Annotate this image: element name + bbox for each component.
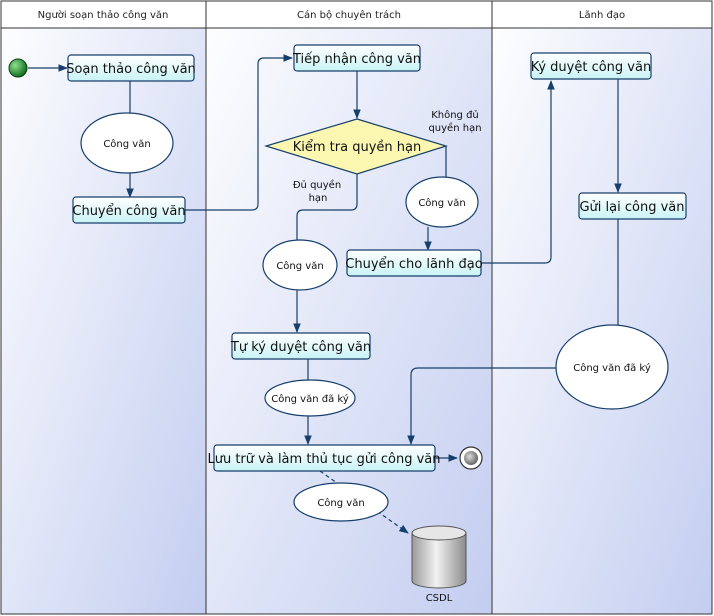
object-label: Công văn đã ký	[573, 362, 651, 374]
activity-label: Tự ký duyệt công văn	[230, 340, 371, 355]
activity-ky-duyet[interactable]: Ký duyệt công văn	[530, 52, 652, 80]
decision-kiem-tra-quyen-han[interactable]: Kiểm tra quyền hạn	[263, 118, 449, 175]
guard-khong-du-1: Không đủ	[431, 109, 479, 121]
lane-nguoi-soan-thao: Người soạn thảo công văn	[0, 0, 207, 615]
activity-label: Chuyển công văn	[72, 204, 185, 219]
activity-label: Gửi lại công văn	[579, 200, 684, 215]
activity-label: Soạn thảo công văn	[66, 62, 196, 77]
object-label: Công văn	[276, 260, 323, 272]
object-label: Công văn	[418, 197, 465, 209]
end-node	[459, 446, 483, 470]
activity-label: Ký duyệt công văn	[531, 60, 651, 75]
object-cong-van-4[interactable]: Công văn	[293, 482, 389, 522]
flow-chuyen-ky-duyet	[481, 80, 555, 264]
activity-label: Chuyển cho lãnh đạo	[345, 257, 482, 272]
datastore-csdl[interactable]: CSDL	[411, 525, 467, 604]
object-label: Công văn	[103, 138, 150, 150]
activity-tu-ky[interactable]: Tự ký duyệt công văn	[230, 332, 371, 360]
flow-chuyen-tiep-nhan	[185, 54, 293, 211]
guard-du-1: Đủ quyền	[293, 179, 341, 191]
object-cong-van-1[interactable]: Công văn	[80, 112, 174, 174]
activity-label: Lưu trữ và làm thủ tục gửi công văn	[207, 452, 440, 467]
activity-label: Tiếp nhận công văn	[292, 52, 421, 67]
lane-lanh-dao: Lãnh đạo	[491, 0, 713, 615]
object-cong-van-3[interactable]: Công văn	[262, 239, 338, 291]
object-cong-van-da-ky-1[interactable]: Công văn đã ký	[264, 379, 356, 417]
activity-gui-lai[interactable]: Gửi lại công văn	[578, 192, 687, 220]
datastore-label: CSDL	[426, 593, 453, 604]
lane-title-nguoi-soan-thao: Người soạn thảo công văn	[38, 9, 169, 21]
guard-khong-du-2: quyền hạn	[428, 122, 481, 134]
start-node	[8, 58, 28, 78]
guard-du-2: hạn	[309, 193, 328, 204]
object-cong-van-da-ky-2[interactable]: Công văn đã ký	[555, 324, 669, 410]
lane-title-can-bo: Cán bộ chuyên trách	[297, 9, 401, 21]
object-label: Công văn đã ký	[271, 393, 349, 405]
lane-can-bo-chuyen-trach: Cán bộ chuyên trách	[205, 0, 493, 615]
connectors	[28, 54, 622, 534]
flow-du-quyen	[296, 174, 358, 240]
activity-chuyen-cong-van[interactable]: Chuyển công văn	[72, 196, 186, 224]
flow-cong-van-da-ky-luu-tru	[407, 367, 556, 445]
activity-tiep-nhan[interactable]: Tiếp nhận công văn	[292, 44, 421, 72]
flow-luu-tru-csdl	[319, 470, 409, 534]
activity-soan-thao[interactable]: Soạn thảo công văn	[66, 54, 196, 82]
activity-luu-tru[interactable]: Lưu trữ và làm thủ tục gửi công văn	[207, 444, 441, 472]
decision-label: Kiểm tra quyền hạn	[293, 140, 421, 155]
activity-chuyen-lanh-dao[interactable]: Chuyển cho lãnh đạo	[345, 249, 483, 277]
lane-title-lanh-dao: Lãnh đạo	[579, 10, 625, 21]
object-label: Công văn	[317, 497, 364, 509]
object-cong-van-2[interactable]: Công văn	[405, 176, 479, 228]
